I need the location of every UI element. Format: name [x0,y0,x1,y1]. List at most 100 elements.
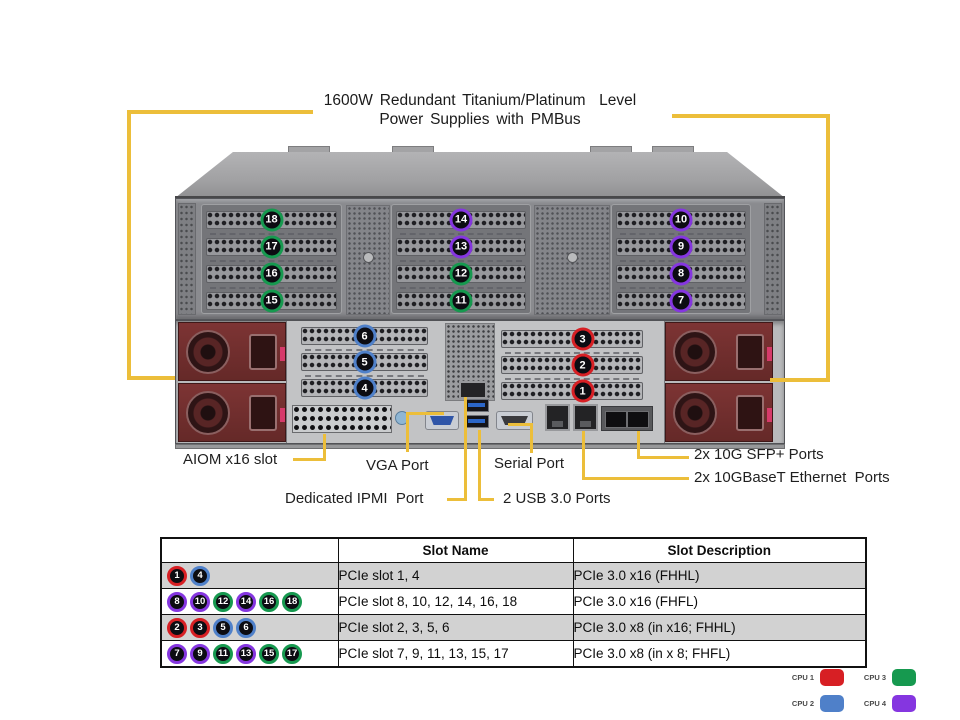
sfp-ports [601,406,653,431]
rack-ear-right [764,203,782,315]
callout-line-psu-right-arm [770,378,830,382]
callout-line-ipmi-h [447,498,467,501]
slot-badge-16: 16 [260,262,283,285]
pcie-slot-3: 3 [497,326,647,354]
power-supply [178,383,286,442]
ipmi-port [459,381,487,399]
slot-description-cell: PCIe 3.0 x8 (in x16; FHHL) [572,614,867,641]
usb-ports [464,399,489,431]
slot-badge-2: 2 [571,353,594,377]
usb-port [464,415,489,428]
callout-line-aiom-h [293,458,326,461]
callout-line-ipmi-v [464,397,467,501]
psu-latch [280,347,285,361]
slot-badge-3: 3 [190,617,210,638]
callout-line-sfp-v [637,431,640,459]
slot-badge-6: 6 [353,324,376,348]
psu-power-inlet [736,334,764,370]
slot-badge-17: 17 [260,235,283,258]
vent-strip [534,205,610,315]
slot-badge-11: 11 [449,289,473,312]
callout-line-10gbaset-v [582,431,585,480]
psu-fan [186,330,230,374]
pcie-slot-7: 7 [612,287,750,314]
slot-name-cell: PCIe slot 1, 4 [337,562,574,589]
pcie-slot-17: 17 [202,233,341,262]
column-header: Slot Description [572,537,867,563]
psu-power-inlet [249,395,277,431]
ethernet-port [545,404,570,431]
psu-fan [673,330,717,374]
pcie-slot-1: 1 [497,378,647,404]
callout-line-psu-right-top [672,114,830,118]
power-supply [178,322,286,381]
column-header: Slot Name [337,537,574,563]
psu-latch [767,408,772,422]
callout-line-usb-v [478,430,481,501]
slot-badge-7: 7 [669,289,693,312]
power-supply [665,322,773,381]
pcie-slot-9: 9 [612,233,750,262]
rack-ear-left [178,203,196,315]
label-vga-port: VGA Port [366,457,429,474]
slot-name-cell: PCIe slot 7, 9, 11, 13, 15, 17 [337,640,574,668]
psu-power-inlet [249,334,277,370]
pcie-slot-2: 2 [497,352,647,380]
callout-line-vga-v [406,412,409,452]
slot-badge-10: 10 [190,591,210,612]
callout-line-aiom-v [323,434,326,461]
callout-line-usb-h [478,498,494,501]
slot-badge-8: 8 [669,262,693,285]
slot-badge-6: 6 [236,617,256,638]
pcie-slot-13: 13 [392,233,530,262]
slot-badge-10: 10 [669,208,693,231]
pcie-slot-16: 16 [202,260,341,289]
slot-badge-5: 5 [353,350,376,374]
pcie-slot-8: 8 [612,260,750,289]
slot-badge-5: 5 [213,617,233,638]
psu-latch [767,347,772,361]
slot-badge-15: 15 [260,289,283,312]
psu-latch [280,408,285,422]
pcie-slot-4: 4 [297,375,432,401]
legend-swatch-cpu2 [820,695,844,712]
title-line-2: Power Supplies with PMBus [379,111,581,128]
slot-badge-18: 18 [260,208,283,231]
slot-badge-3: 3 [571,327,594,351]
slot-badge-12: 12 [213,591,233,612]
label-ipmi-port: Dedicated IPMI Port [285,490,424,507]
psu-bank-right [665,322,773,443]
legend-item-cpu1: CPU 1 [788,669,844,686]
ethernet-port [573,404,598,431]
psu-bank-left [178,322,286,443]
aiom-slot [292,405,392,433]
label-usb-ports: 2 USB 3.0 Ports [503,490,611,507]
pcie-slot-18: 18 [202,206,341,235]
chassis-lid-edge [175,196,785,198]
legend-label: CPU 4 [863,699,886,708]
slot-badge-14: 14 [236,591,256,612]
slot-badge-13: 13 [449,235,473,258]
pcie-slot-6: 6 [297,323,432,351]
legend-swatch-cpu1 [820,669,844,686]
chassis-top-lid [175,152,785,198]
title-line-1: 1600W Redundant Titanium/Platinum Level [323,92,637,109]
callout-line-10gbaset-h [582,477,689,480]
slot-badge-7: 7 [167,643,187,664]
vga-port [425,411,459,430]
legend-swatch-cpu4 [892,695,916,712]
psu-fan [673,391,717,435]
